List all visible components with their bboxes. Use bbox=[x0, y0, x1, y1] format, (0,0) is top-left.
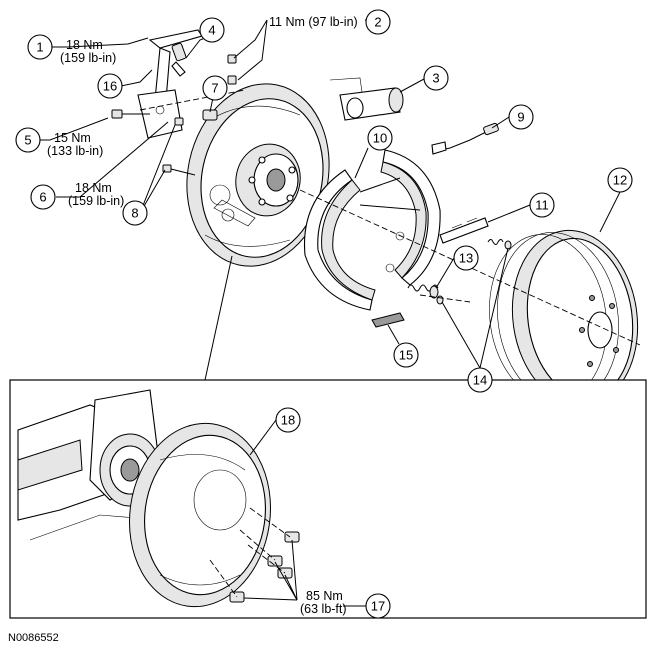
callout-7: 7 bbox=[202, 75, 228, 101]
callout-8: 8 bbox=[122, 200, 148, 226]
springs-and-hardware bbox=[371, 239, 512, 328]
svg-text:3: 3 bbox=[432, 71, 439, 86]
callout-14: 14 bbox=[467, 367, 493, 393]
callout-16: 16 bbox=[97, 73, 123, 99]
callout-5: 5 15 Nm (133 lb-in) bbox=[15, 127, 103, 158]
brake-shoes bbox=[303, 149, 441, 311]
parking-brake-cable bbox=[431, 122, 499, 244]
torque-2: 11 Nm (97 lb-in) bbox=[269, 15, 358, 29]
svg-text:8: 8 bbox=[131, 206, 138, 221]
callout-3: 3 bbox=[423, 65, 449, 91]
mounting-bolts bbox=[111, 54, 237, 176]
reference-id: N0086552 bbox=[8, 632, 59, 644]
svg-text:11: 11 bbox=[535, 198, 549, 213]
callout-13: 13 bbox=[453, 245, 479, 271]
wheel-hub bbox=[235, 143, 301, 217]
assembly-axes bbox=[139, 89, 641, 346]
parking-brake-lever bbox=[137, 29, 203, 139]
torque-5-imperial: (133 lb-in) bbox=[47, 144, 103, 158]
svg-text:9: 9 bbox=[517, 110, 524, 125]
svg-text:15: 15 bbox=[399, 348, 413, 363]
torque-1-metric: 18 Nm bbox=[66, 38, 103, 52]
svg-text:14: 14 bbox=[473, 373, 487, 388]
svg-text:1: 1 bbox=[36, 40, 43, 55]
svg-text:6: 6 bbox=[39, 190, 46, 205]
svg-text:16: 16 bbox=[103, 79, 117, 94]
callout-10: 10 bbox=[367, 125, 393, 151]
callout-12: 12 bbox=[607, 167, 633, 193]
torque-17-metric: 85 Nm bbox=[306, 589, 343, 603]
detail-inset bbox=[9, 379, 647, 619]
svg-text:10: 10 bbox=[373, 131, 387, 146]
torque-6-metric: 18 Nm bbox=[75, 181, 112, 195]
svg-text:13: 13 bbox=[459, 251, 473, 266]
callout-15: 15 bbox=[393, 342, 419, 368]
callout-9: 9 bbox=[508, 104, 534, 130]
callout-6: 6 18 Nm (159 lb-in) bbox=[30, 181, 124, 210]
svg-text:12: 12 bbox=[613, 173, 627, 188]
torque-6-imperial: (159 lb-in) bbox=[68, 194, 124, 208]
svg-text:4: 4 bbox=[208, 23, 215, 38]
torque-1-imperial: (159 lb-in) bbox=[60, 51, 116, 65]
svg-text:7: 7 bbox=[211, 81, 218, 96]
callout-17: 17 85 Nm (63 lb-ft) bbox=[300, 589, 391, 619]
torque-5-metric: 15 Nm bbox=[54, 131, 91, 145]
wheel-cylinder bbox=[329, 77, 404, 121]
svg-text:5: 5 bbox=[24, 133, 31, 148]
torque-17-imperial: (63 lb-ft) bbox=[300, 602, 347, 616]
callout-2: 2 11 Nm (97 lb-in) bbox=[269, 9, 391, 35]
svg-text:18: 18 bbox=[281, 413, 295, 428]
callout-11: 11 bbox=[529, 192, 555, 218]
svg-text:2: 2 bbox=[374, 15, 381, 30]
callout-18: 18 bbox=[275, 407, 301, 433]
svg-text:17: 17 bbox=[371, 599, 385, 614]
callout-1: 1 18 Nm (159 lb-in) bbox=[27, 34, 116, 65]
callout-4: 4 bbox=[199, 17, 225, 43]
